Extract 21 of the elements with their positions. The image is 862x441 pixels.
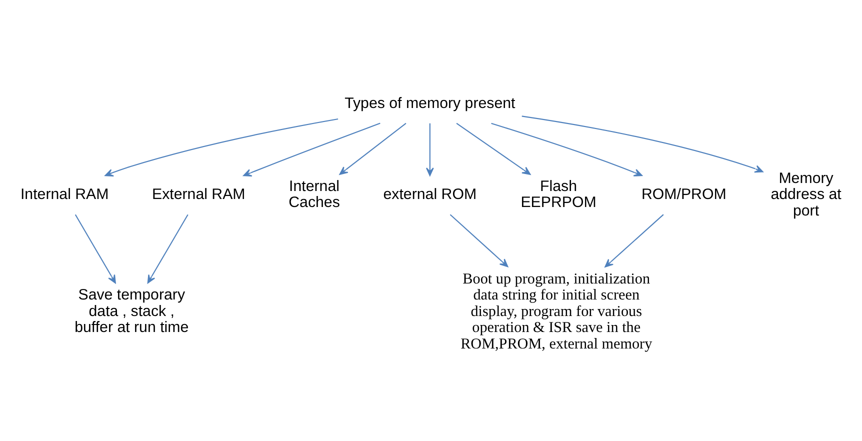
- arrow: [243, 122, 380, 177]
- arrow: [104, 118, 338, 176]
- arrow: [456, 122, 531, 175]
- arrow: [147, 214, 188, 284]
- node-text: Internal RAM: [20, 186, 109, 204]
- node-text: Flash EEPRPOM: [520, 178, 596, 212]
- arrow: [522, 116, 764, 173]
- node-text: Memory address at port: [770, 170, 842, 220]
- arrow: [604, 214, 664, 268]
- arrow: [426, 123, 434, 176]
- arrow: [339, 122, 406, 175]
- arrow: [450, 214, 508, 268]
- node-text: External RAM: [152, 186, 246, 204]
- node-text: ROM/PROM: [641, 186, 726, 204]
- node-text: Save temporary data , stack , buffer at run time: [74, 286, 189, 336]
- node-text: external ROM: [383, 186, 477, 204]
- arrow: [491, 122, 642, 176]
- node-text: Internal Caches: [288, 178, 340, 212]
- node-text: Types of memory present: [344, 94, 516, 112]
- arrow: [74, 214, 116, 284]
- node-text: Boot up program, initialization data string for initial screen display, program for various operation & ISR save in the ROM,PROM, external memory: [460, 271, 652, 352]
